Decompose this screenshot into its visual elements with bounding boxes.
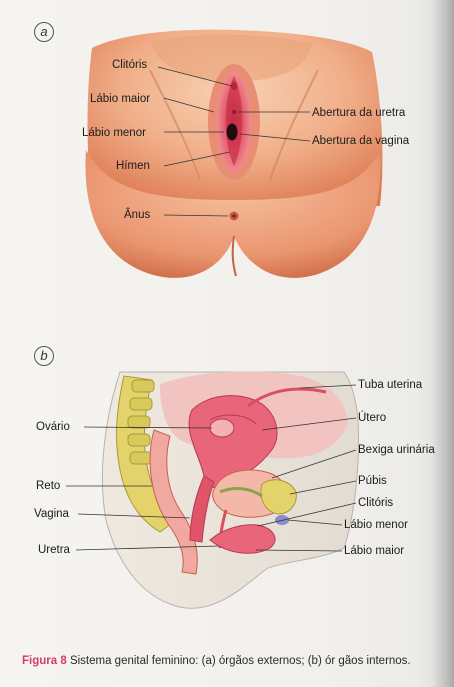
label-clitoris-external: Clitóris: [112, 58, 147, 72]
figure-number: Figura 8: [22, 655, 67, 667]
label-ovario: Ovário: [36, 420, 70, 434]
figure-caption: Figura 8 Sistema genital feminino: (a) ó…: [22, 654, 454, 668]
label-abertura-vagina: Abertura da vagina: [312, 134, 409, 148]
internal-view-drawing: [102, 371, 358, 608]
label-reto: Reto: [36, 479, 60, 493]
label-abertura-uretra: Abertura da uretra: [312, 106, 405, 120]
label-anus: Ânus: [124, 208, 150, 222]
label-clitoris-internal: Clitóris: [358, 496, 393, 510]
label-vagina: Vagina: [34, 507, 69, 521]
label-tuba-uterina: Tuba uterina: [358, 378, 422, 392]
label-uretra: Uretra: [38, 543, 70, 557]
figure-caption-text: Sistema genital feminino: (a) órgãos ext…: [70, 655, 411, 667]
label-labio-maior-external: Lábio maior: [90, 92, 150, 106]
label-labio-maior-internal: Lábio maior: [344, 544, 404, 558]
label-labio-menor-internal: Lábio menor: [344, 518, 408, 532]
label-himen: Hímen: [116, 159, 150, 173]
label-labio-menor-external: Lábio menor: [82, 126, 146, 140]
label-pubis: Púbis: [358, 474, 387, 488]
label-bexiga-urinaria: Bexiga urinária: [358, 443, 435, 457]
label-utero: Útero: [358, 411, 386, 425]
